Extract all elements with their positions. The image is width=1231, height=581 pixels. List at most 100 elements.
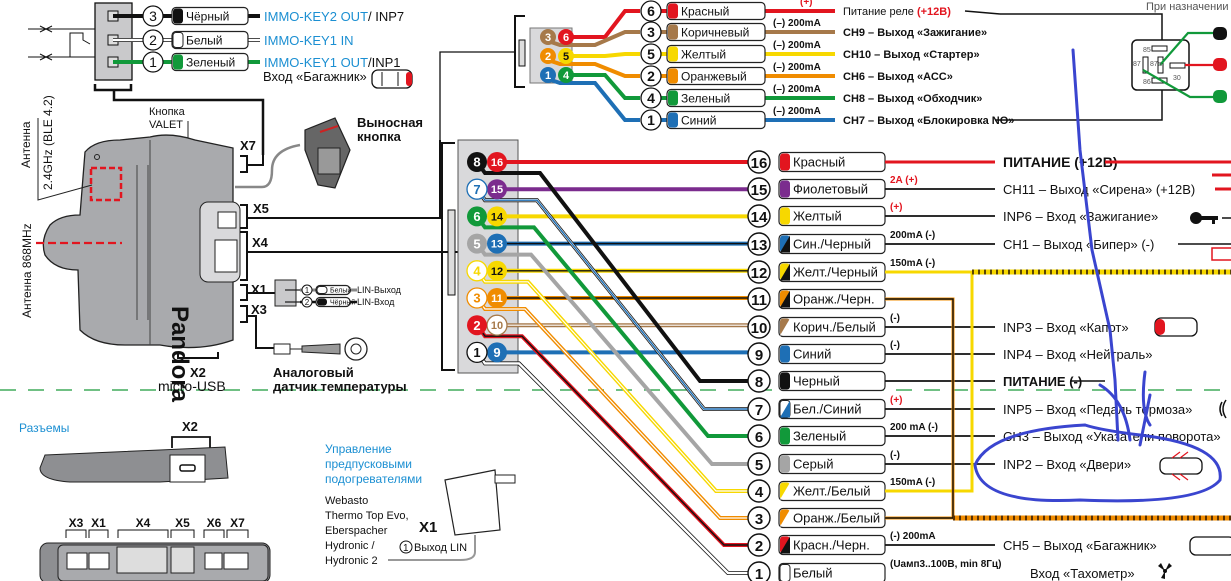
pin-circle <box>467 315 487 336</box>
tag-box <box>778 562 886 581</box>
color-swatch <box>780 455 790 473</box>
current-rating: (–) 200mA <box>773 40 821 51</box>
heater-device <box>388 469 516 561</box>
pin-circle <box>747 150 771 174</box>
pin-circle <box>301 296 313 308</box>
pin-number: 3 <box>545 32 551 44</box>
color-swatch <box>668 46 678 62</box>
color-swatch <box>316 286 328 294</box>
color-swatch <box>780 427 790 445</box>
color-swatch <box>173 8 183 24</box>
wire-label-tag: Белый <box>315 284 351 296</box>
wire-label-tag: Зеленый <box>666 88 766 108</box>
wire-label-tag: Желт./Белый <box>778 480 886 502</box>
antenna-ble-leader <box>37 118 93 201</box>
pin-circle <box>467 152 487 172</box>
stripe-swatch <box>780 509 790 527</box>
current-rating: (–) 200mA <box>773 106 821 117</box>
pin: 12 <box>487 260 507 281</box>
pin-number: 14 <box>751 209 768 226</box>
wire-core <box>547 30 640 47</box>
wire-color-label: Оранж./Белый <box>793 511 880 526</box>
car-hood-icon <box>1154 317 1198 337</box>
wire-color-label: Белый <box>793 566 833 581</box>
wire-color-label: Белый <box>330 287 351 295</box>
current-rating: (–) 200mA <box>773 62 821 73</box>
pin-circle <box>487 179 507 200</box>
connector-bracket <box>117 529 169 538</box>
wire-label-tag: Зеленый <box>778 425 886 447</box>
pin: 6 <box>558 29 574 45</box>
wire-color-label: Корич./Белый <box>793 320 876 335</box>
x7-label: X7 <box>240 138 256 153</box>
pin-number: 1 <box>647 112 655 128</box>
relay-feed-line <box>964 10 1001 15</box>
stripe-swatch <box>780 235 790 253</box>
pin-number: 2 <box>305 298 310 307</box>
pin-number: 16 <box>751 155 768 172</box>
wire <box>566 52 640 58</box>
wire-core <box>566 9 640 39</box>
wire-color-label: Оранжевый <box>681 69 747 83</box>
heater-model: Hydronic / <box>325 540 375 552</box>
wire-label-tag: Зеленый <box>171 52 249 72</box>
current-rating: (+) <box>890 395 903 406</box>
relay-pin-label: 85 <box>1143 47 1151 54</box>
wire <box>475 351 748 575</box>
wire-color-label: Красн./Черн. <box>793 538 870 553</box>
current-rating: (-) <box>890 450 900 461</box>
key-icon <box>1190 212 1218 224</box>
wire-color-label: Оранж./Черн. <box>793 292 875 307</box>
wire-label-tag: Оранж./Белый <box>778 507 886 529</box>
current-rating: 200mA (-) <box>890 230 935 241</box>
antenna-ble-label-2: 2.4GHz (BLE 4.2) <box>41 95 55 190</box>
pin-circle <box>487 288 507 308</box>
pin-number: 3 <box>149 8 157 24</box>
heater-model: Thermo Top Evo, <box>325 510 409 522</box>
connector-bracket <box>65 529 87 538</box>
current-rating: 150mA (-) <box>890 258 935 269</box>
pin-number: 8 <box>473 155 480 170</box>
pin-circle <box>142 51 164 73</box>
current-rating: (–) 200mA <box>773 84 821 95</box>
wire-label-tag: Серый <box>778 453 886 475</box>
color-swatch <box>668 112 678 128</box>
connector-label-x5: X5 <box>170 516 195 538</box>
tag-box <box>171 6 249 26</box>
wire-label-tag: Желтый <box>778 205 886 227</box>
pin-circle <box>487 206 507 227</box>
pin-number: 11 <box>491 293 503 305</box>
wire-color-label: Серый <box>793 457 833 472</box>
function-label: CH10 – Выход «Стартер» <box>843 49 980 61</box>
pin-number: 13 <box>751 237 768 254</box>
temperature-sensor <box>273 337 368 361</box>
pin-circle <box>540 48 556 64</box>
pin-circle <box>747 232 771 256</box>
pin-circle <box>747 561 771 581</box>
current-rating: (-) 200mA <box>890 531 936 542</box>
pin: 14 <box>487 206 507 227</box>
pin-circle <box>747 177 771 201</box>
pin-circle <box>747 397 771 421</box>
tag-box <box>666 88 766 108</box>
x3-label: X3 <box>251 302 267 317</box>
wire-color-label: Фиолетовый <box>793 182 868 197</box>
unit-side-view <box>39 446 229 483</box>
pin-circle <box>640 0 662 22</box>
pin-circle <box>142 5 164 27</box>
pin-number: 5 <box>755 457 763 474</box>
tag-box <box>666 22 766 42</box>
pin: 10 <box>486 314 508 336</box>
tag-box <box>666 66 766 86</box>
wire-color-label: Чёрный <box>330 299 355 307</box>
function-label: ПИТАНИЕ (+12В) <box>1003 154 1118 170</box>
heater-title-line: предпусковыми <box>325 457 412 471</box>
antenna-868-label: Антенна 868MHz <box>20 223 34 318</box>
